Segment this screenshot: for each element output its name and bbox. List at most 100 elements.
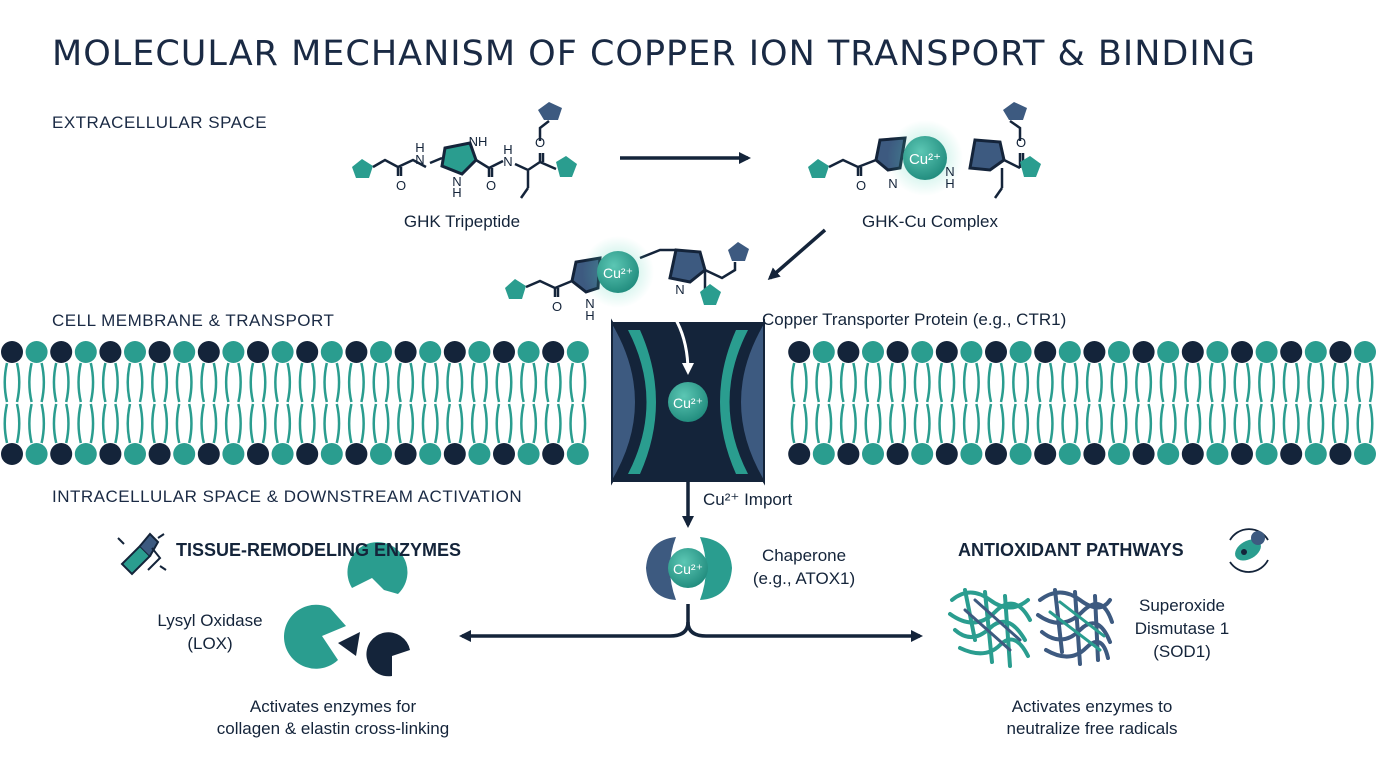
lipid-head [1255, 341, 1278, 363]
lipid-tail [802, 403, 808, 444]
lipid-head [1206, 341, 1229, 363]
lipid-tail [212, 403, 218, 444]
lipid-head [394, 443, 417, 465]
lipid-tail [52, 403, 58, 444]
lipid-head [1255, 443, 1278, 465]
ghk-cu-complex-label: GHK-Cu Complex [861, 212, 999, 231]
lipid-tail [101, 362, 107, 403]
lipid-tail [1221, 362, 1226, 403]
lipid-head [370, 443, 392, 465]
ghk-tripeptide-label: GHK Tripeptide [403, 212, 521, 231]
lipid-tail [200, 362, 206, 403]
lipid-tail [889, 403, 894, 444]
section-intracellular: INTRACELLULAR SPACE & DOWNSTREAM ACTIVAT… [52, 487, 523, 506]
lipid-tail [1147, 403, 1153, 444]
lipid-tail [581, 362, 587, 403]
left-desc-line1: Activates enzymes for [249, 697, 417, 716]
lipid-tail [3, 403, 9, 444]
lipid-tail [938, 362, 944, 403]
lipid-tail [409, 362, 415, 403]
lipid-tail [790, 403, 796, 444]
lipid-head [1304, 443, 1327, 465]
lipid-head [1083, 341, 1106, 363]
lipid-tail [52, 362, 58, 403]
lipid-head [985, 443, 1007, 465]
lipid-tail [507, 362, 513, 403]
lipid-head [812, 341, 835, 363]
lipid-tail [1344, 362, 1349, 403]
lipid-tail [1098, 362, 1103, 403]
lipid-tail [556, 403, 562, 444]
chaperone-label-line2: (e.g., ATOX1) [752, 569, 856, 588]
lipid-head [1354, 341, 1376, 363]
ghk-n3: N [503, 154, 512, 169]
lipid-tail [864, 403, 870, 444]
lipid-tail [1307, 362, 1313, 403]
lipid-tail [28, 403, 33, 444]
lipid-tail [237, 403, 242, 444]
lipid-head [148, 341, 171, 363]
lipid-head [542, 443, 565, 465]
lipid-tail [175, 403, 181, 444]
lipid-tail [1319, 362, 1325, 403]
lipid-tail [1233, 403, 1239, 444]
lipid-tail [1331, 362, 1337, 403]
lipid-tail [274, 362, 279, 403]
lipid-tail [1184, 403, 1190, 444]
lipid-tail [1061, 362, 1067, 403]
lipid-head [222, 341, 245, 363]
lipid-head [1009, 443, 1032, 465]
lox-label-line1: Lysyl Oxidase [157, 611, 263, 630]
lipid-tail [864, 362, 870, 403]
lipid-head [468, 341, 491, 363]
lipid-tail [237, 362, 242, 403]
lipid-head [99, 443, 122, 465]
approach-o: O [552, 299, 562, 314]
lipid-tail [298, 362, 304, 403]
lipid-tail [1294, 403, 1300, 444]
lipid-tail [1270, 362, 1276, 403]
lipid-head [1181, 341, 1204, 363]
lipid-head [419, 341, 442, 363]
lipid-tail [569, 362, 575, 403]
lipid-tail [520, 362, 525, 403]
lipid-tail [1208, 403, 1214, 444]
lipid-tail [876, 362, 882, 403]
lipid-tail [77, 403, 83, 444]
lipid-tail [1184, 362, 1190, 403]
lipid-tail [815, 403, 821, 444]
lipid-tail [556, 362, 562, 403]
lipid-head [837, 341, 860, 363]
lipid-head [1034, 341, 1057, 363]
lipid-tail [40, 362, 46, 403]
ghkcu-n1: N [888, 176, 897, 191]
lipid-head [1, 341, 23, 363]
lipid-head [1009, 341, 1032, 363]
lipid-tail [1012, 403, 1017, 444]
lipid-tail [372, 362, 378, 403]
lipid-tail [1036, 362, 1042, 403]
lipid-tail [323, 403, 329, 444]
lipid-tail [126, 362, 132, 403]
lipid-tail [224, 362, 230, 403]
lipid-head [320, 443, 343, 465]
lipid-tail [187, 403, 193, 444]
lipid-tail [1012, 362, 1017, 403]
lipid-head [1280, 341, 1303, 363]
lipid-head [1181, 443, 1204, 465]
lipid-tail [544, 403, 550, 444]
lipid-tail [114, 403, 119, 444]
lipid-tail [962, 362, 968, 403]
lipid-head [443, 443, 466, 465]
lipid-tail [1356, 403, 1362, 444]
lipid-head [517, 341, 540, 363]
lipid-tail [1356, 362, 1362, 403]
lipid-head [320, 341, 343, 363]
lipid-tail [962, 403, 968, 444]
lipid-head [1058, 443, 1081, 465]
ghk-tripeptide-structure [352, 102, 577, 199]
lipid-head [50, 443, 73, 465]
lipid-head [247, 341, 269, 363]
ghk-o2: O [486, 178, 496, 193]
lipid-tail [409, 403, 415, 444]
